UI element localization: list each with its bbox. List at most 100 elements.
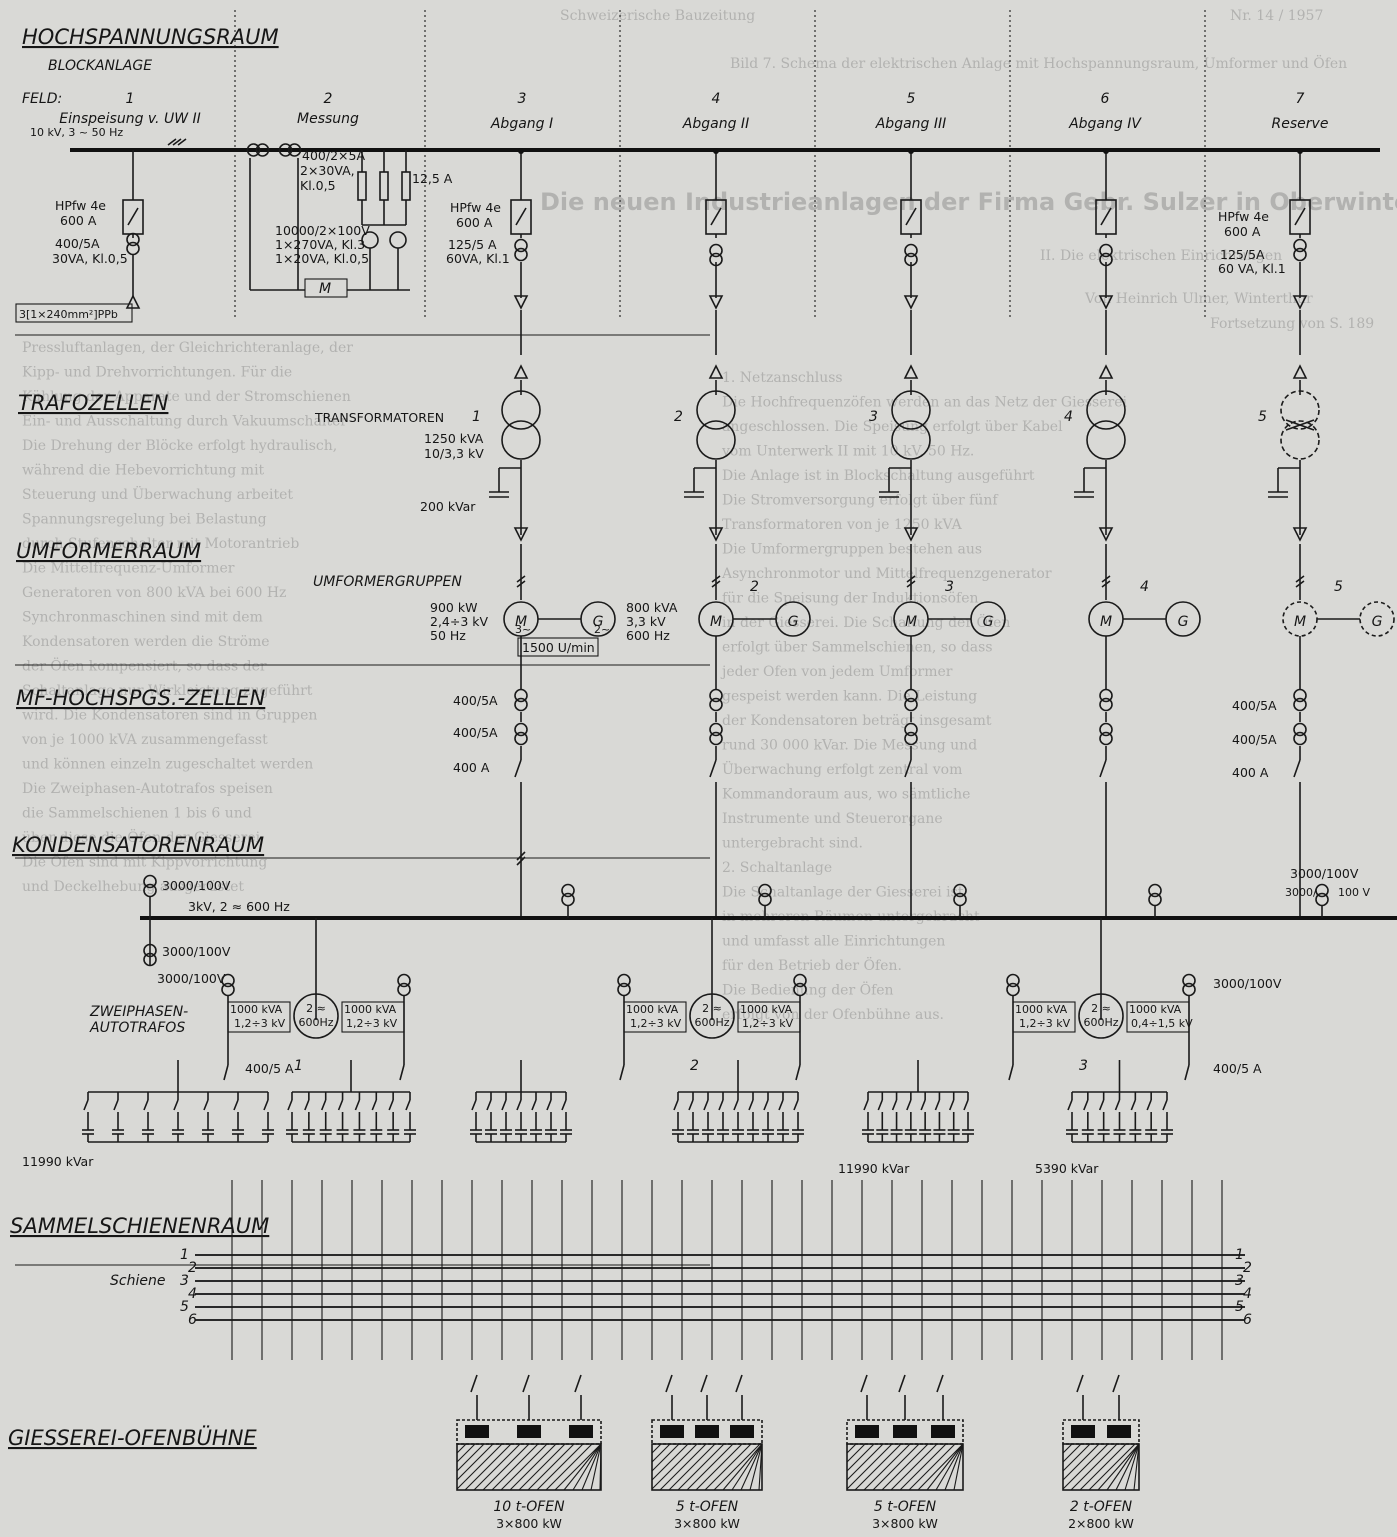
furnace-hatch	[846, 1443, 866, 1463]
furnace-hatch	[482, 1443, 530, 1491]
furnace-hatch	[846, 1443, 893, 1490]
cap-switch	[531, 1099, 537, 1111]
trafo-winding	[891, 420, 931, 460]
fuse	[401, 171, 411, 201]
ct-coil	[1148, 892, 1162, 907]
article-left-line: Steuerung und Überwachung arbeitet	[22, 485, 293, 503]
ct-coil	[709, 722, 723, 737]
furnace-hatch	[740, 1443, 763, 1491]
article-right-line: 1. Netzanschluss	[722, 370, 843, 386]
ct-coil	[904, 697, 918, 712]
cap-switch	[471, 1099, 477, 1111]
busbar-num-left: 1	[180, 1247, 189, 1263]
cap-switch	[1083, 1099, 1089, 1111]
feld-label: FELD:	[22, 91, 62, 107]
motor-M: M	[1100, 614, 1112, 630]
furnace-coil	[730, 1425, 754, 1438]
motor-M: M	[1294, 614, 1306, 630]
f3-ct-class: 60VA, Kl.1	[446, 251, 510, 266]
cap-switch	[516, 1099, 522, 1111]
mf5-breaker: 400 A	[1232, 765, 1269, 780]
trafo-kvar: 200 kVar	[420, 499, 476, 514]
speed-box	[517, 637, 599, 657]
ct-coil	[514, 722, 528, 737]
cap-switch	[173, 1099, 179, 1111]
article-left-line: Ein- und Ausschaltung durch Vakuumschalt…	[22, 414, 347, 430]
umformer-number: 2	[750, 579, 759, 595]
article-left-line: Pressluftanlagen, der Gleichrichteranlag…	[22, 340, 353, 356]
transformatoren-label: TRANSFORMATOREN	[314, 410, 444, 425]
cable-box	[15, 303, 133, 323]
mf-ct-1: 400/5A	[453, 693, 498, 708]
ct-coil	[1293, 688, 1307, 703]
furnace-hatch	[1133, 1443, 1140, 1491]
furnace-rating: 3×800 kW	[496, 1516, 562, 1531]
hv-feeders	[122, 138, 1311, 395]
autotrafo	[689, 993, 735, 1039]
bus-node	[908, 148, 914, 154]
zweiphasen-label: ZWEIPHASEN-	[89, 1004, 188, 1020]
section-mf-zellen: MF-HOCHSPGS.-ZELLEN	[16, 686, 266, 710]
furnace-hatch	[899, 1443, 947, 1491]
furnace-switch	[898, 1374, 906, 1393]
cap-switch	[1114, 1099, 1121, 1111]
vt-bottom: 3000/100V	[162, 944, 231, 959]
fuse	[379, 171, 389, 201]
article-left-line: während die Hebevorrichtung mit	[22, 463, 265, 479]
article-left-line: Die Öfen sind mit Kippvorrichtung	[22, 853, 267, 871]
field-name: Messung	[297, 111, 359, 127]
ct-coil	[514, 688, 528, 703]
furnace-hatch	[1062, 1443, 1091, 1472]
article-left-line: Synchronmaschinen sind mit dem	[22, 610, 263, 626]
generator-icon	[1359, 601, 1395, 637]
busbar-num-right: 3	[1235, 1273, 1244, 1289]
cable-end	[708, 527, 724, 542]
furnace-hatch	[890, 1443, 938, 1491]
furnace-hatch	[491, 1443, 539, 1491]
auto-right-rating: 1000 kVA	[740, 1003, 793, 1016]
schiene-label: Schiene	[110, 1273, 165, 1289]
cap-switch	[763, 1099, 769, 1111]
ct-coil	[143, 874, 157, 889]
ct-coil	[953, 892, 967, 907]
ct-coil	[1099, 697, 1113, 712]
furnace-hatch	[590, 1443, 602, 1491]
cable-end	[903, 295, 919, 310]
ct-coil	[904, 243, 918, 258]
switch	[795, 1064, 801, 1081]
f7-ct-class: 60 VA, Kl.1	[1218, 261, 1286, 276]
furnace-hatch	[456, 1443, 485, 1472]
furnace-hatch	[659, 1443, 707, 1491]
field-2-data: 400/2×5A 2×30VA, Kl.0,5 12,5 A 10000/2×1…	[275, 148, 453, 298]
furnace-hatch	[456, 1443, 476, 1463]
furnace-hatch	[846, 1443, 875, 1472]
trafo-voltage: 10/3,3 kV	[424, 446, 484, 461]
cable-end	[513, 527, 529, 542]
autotrafo	[1078, 993, 1124, 1039]
umformerraum: UMFORMERGRUPPEN 900 kW 2,4÷3 kV 50 Hz 80…	[313, 574, 1395, 690]
field-name: Abgang I	[490, 116, 553, 132]
wire	[1285, 419, 1315, 431]
busbar-num-right: 1	[1235, 1247, 1244, 1263]
article-left-line: Generatoren von 800 kVA bei 600 Hz	[22, 585, 286, 601]
f7-breaker: HPfw 4e	[1218, 209, 1269, 224]
motor-M: M	[515, 614, 527, 630]
breaker-contact	[710, 207, 722, 226]
article-right-line: Die Schaltanlage der Giesserei ist	[722, 885, 964, 901]
bus-node	[1103, 148, 1109, 154]
busbar-num-right: 5	[1235, 1299, 1244, 1315]
furnace-hatch	[1070, 1443, 1118, 1491]
field-number: 7	[1296, 91, 1305, 107]
article-right-line: angeschlossen. Die Speisung erfolgt über…	[722, 419, 1063, 435]
furnace-hatch	[935, 1443, 964, 1491]
furnace-hatch	[854, 1443, 902, 1491]
furnace-hatch	[863, 1443, 911, 1491]
article-right-line: vom Unterwerk II mit 10 kV, 50 Hz.	[721, 444, 974, 460]
cap-switch	[793, 1099, 799, 1111]
cable-end	[1292, 527, 1308, 542]
furnace-coil	[931, 1425, 955, 1438]
article-cont: Fortsetzung von S. 189	[1210, 316, 1374, 332]
ct-coil	[904, 722, 918, 737]
